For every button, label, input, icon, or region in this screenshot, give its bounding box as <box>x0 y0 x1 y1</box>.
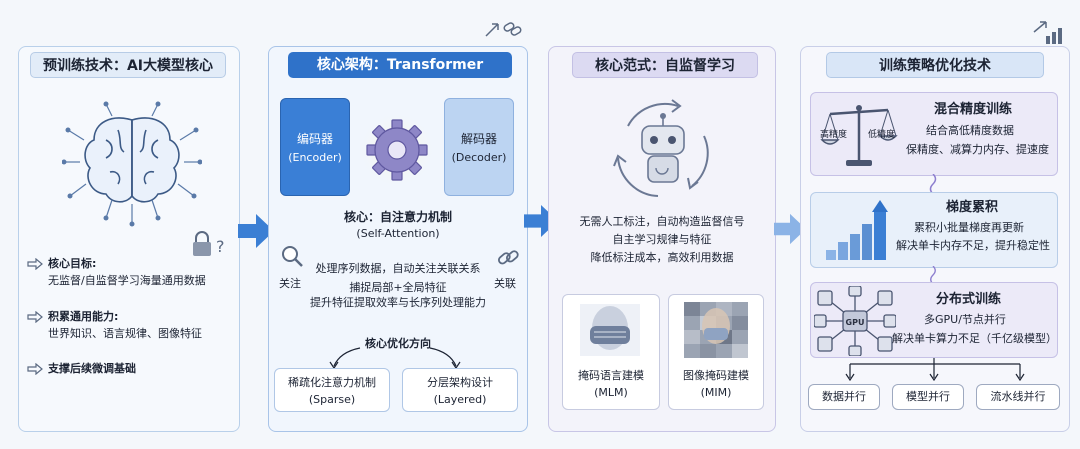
data-parallel-chip <box>808 384 880 410</box>
ssl-line-3: 降低标注成本，高效利用数据 <box>590 251 734 264</box>
layered-label: 分层架构设计 <box>427 376 493 389</box>
encoder-en: (Encoder) <box>288 151 342 164</box>
grad-line-1: 累积小批量梯度再更新 <box>914 221 1024 234</box>
pipeline-parallel-label: 流水线并行 <box>990 390 1046 403</box>
attention-line-3: 提升特征提取效率与长序列处理能力 <box>310 296 486 309</box>
flow-arrow-icon <box>774 213 806 245</box>
attention-line-1: 处理序列数据，自动关注关联关系 <box>315 262 481 275</box>
mim-en: (MIM) <box>700 386 732 399</box>
attention-en: (Self-Attention) <box>356 227 440 240</box>
bullet-1-body: 无监督/自监督学习海量通用数据 <box>48 274 206 287</box>
training-strategy-title: 训练策略优化技术 <box>826 52 1044 78</box>
distributed-training-title: 分布式训练 <box>936 292 1002 307</box>
chain-link-icon <box>498 250 519 265</box>
grad-line-2: 解决单卡内存不足，提升稳定性 <box>896 239 1050 252</box>
growth-chart-icon <box>1033 21 1062 44</box>
search-icon <box>282 246 303 267</box>
arrow-bullet-icon <box>27 363 43 375</box>
model-parallel-label: 模型并行 <box>906 390 950 403</box>
ssl-line-1: 无需人工标注，自动构造监督信号 <box>579 215 745 228</box>
gpu-chip-label: GPU <box>846 318 865 327</box>
branch-arrows-icon <box>329 347 461 370</box>
focus-tag: 关注 <box>279 277 301 290</box>
mixed-precision-title: 混合精度训练 <box>934 102 1013 117</box>
mim-label: 图像掩码建模 <box>683 369 749 382</box>
pretraining-title: 预训练技术：AI大模型核心 <box>30 52 226 78</box>
stacked-bars-icon <box>826 200 888 260</box>
robot-cycle-icon <box>613 99 709 197</box>
fanout-arrows-icon <box>845 358 1025 382</box>
encoder-box <box>280 98 350 196</box>
flow-arrow-icon <box>238 214 274 248</box>
pipeline-parallel-chip <box>976 384 1060 410</box>
transformer-title: 核心架构：Transformer <box>288 52 512 78</box>
dist-line-2: 解决单卡算力不足（千亿级模型） <box>892 332 1057 345</box>
brain-icon <box>62 101 202 227</box>
mlm-en: (MLM) <box>594 386 628 399</box>
bullet-1-head: 核心目标: <box>48 257 97 270</box>
gear-icon <box>359 112 435 188</box>
bullet-2-body: 世界知识、语言规律、图像特征 <box>48 327 202 340</box>
svg-text:?: ? <box>216 237 225 256</box>
lock-icon: ? <box>193 231 225 256</box>
pixelated-image-icon <box>684 302 748 358</box>
mlm-label: 掩码语言建模 <box>578 369 644 382</box>
gradient-accumulation-title: 梯度累积 <box>946 200 999 215</box>
decoder-label: 解码器 <box>460 132 497 146</box>
attention-title: 核心：自注意力机制 <box>343 210 452 224</box>
sparse-label: 稀疏化注意力机制 <box>288 376 376 389</box>
relation-tag: 关联 <box>494 277 516 290</box>
masked-face-icon <box>580 304 640 356</box>
ssl-line-2: 自主学习规律与特征 <box>612 233 712 246</box>
arrow-bullet-icon <box>27 258 43 270</box>
arrow-bullet-icon <box>27 311 43 323</box>
attention-line-2: 捕捉局部+全局特征 <box>349 281 447 294</box>
balance-scale-icon <box>820 105 898 166</box>
optimization-title: 核心优化方向 <box>365 337 431 350</box>
decoder-en: (Decoder) <box>451 151 507 164</box>
layered-design-box <box>402 368 518 412</box>
mixed-line-2: 保精度、减算力内存、提速度 <box>906 143 1049 156</box>
connector-icon <box>929 174 937 194</box>
layered-en: (Layered) <box>433 393 487 406</box>
data-parallel-label: 数据并行 <box>822 390 866 403</box>
model-parallel-chip <box>892 384 964 410</box>
sparse-attention-box <box>274 368 390 412</box>
connector-icon <box>930 266 936 284</box>
bullet-3-head: 支撑后续微调基础 <box>48 362 136 375</box>
low-precision-label: 低精度 <box>868 130 896 140</box>
decoder-box <box>444 98 514 196</box>
bullet-2-head: 积累通用能力: <box>48 310 119 323</box>
gpu-network-icon: GPU <box>814 286 896 356</box>
dist-line-1: 多GPU/节点并行 <box>924 313 1006 326</box>
pretraining-panel <box>18 46 240 432</box>
sparse-en: (Sparse) <box>308 393 356 406</box>
mixed-line-1: 结合高低精度数据 <box>926 124 1014 137</box>
link-icon <box>485 22 522 37</box>
encoder-label: 编码器 <box>296 132 333 146</box>
self-supervised-title: 核心范式：自监督学习 <box>572 52 758 78</box>
high-precision-label: 高精度 <box>820 130 848 140</box>
